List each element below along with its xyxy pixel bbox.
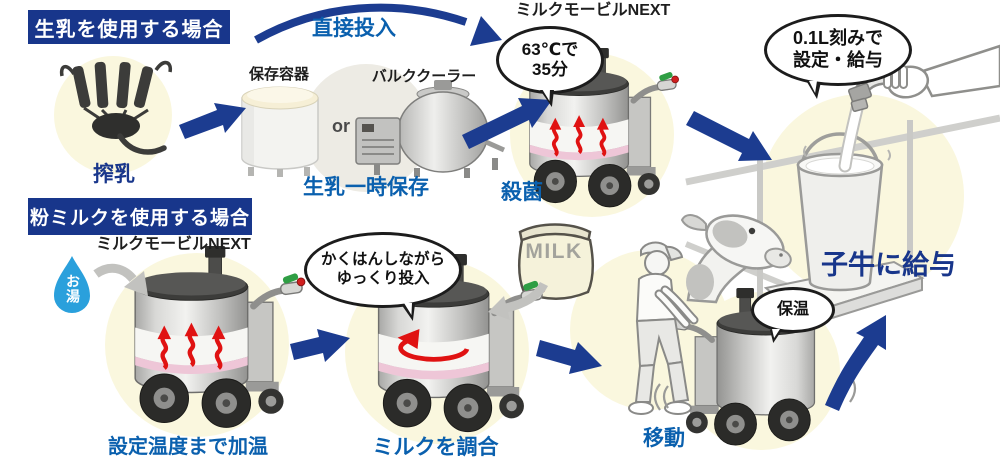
arrow-heat-to-mix <box>290 329 350 362</box>
bubble-keep-warm: 保温 <box>751 287 835 333</box>
arrow-move-to-feed <box>825 315 886 411</box>
bubble-pasteurize-condition: 63℃で 35分 <box>496 26 604 94</box>
arrow-milk-powder-in <box>504 281 549 313</box>
label-bulk-cooler: バルククーラー <box>371 68 477 85</box>
section-header-powder-milk: 粉ミルクを使用する場合 <box>28 198 252 235</box>
label-direct-input: 直接投入 <box>312 17 396 40</box>
bubble-pasteurize-line1: 63℃で <box>521 39 579 59</box>
farmer-illustration <box>628 241 699 415</box>
bubble-dose-line2: 設定・給与 <box>793 50 883 70</box>
label-or: or <box>332 116 350 136</box>
arrow-pasteurize-to-feed <box>686 111 772 161</box>
bubble-dose-line1: 0.1L刻みで <box>792 28 884 49</box>
label-mix: ミルクを調合 <box>372 436 499 459</box>
bubble-dose-setting: 0.1L刻みで 設定・給与 <box>764 14 912 86</box>
label-milk-bag: MILK <box>525 240 583 263</box>
label-machine-name-top: ミルクモービルNEXT <box>515 2 671 19</box>
flow-arrows <box>179 3 886 411</box>
label-pasteurize: 殺菌 <box>501 181 543 204</box>
hot-water-drop-icon <box>54 256 90 313</box>
arrow-mix-to-move <box>536 340 602 374</box>
section-header-raw-milk: 生乳を使用する場合 <box>28 10 230 44</box>
label-milking: 搾乳 <box>93 163 135 186</box>
storage-container-illustration <box>241 86 319 177</box>
milk-bucket-illustration <box>796 132 884 292</box>
label-move: 移動 <box>643 427 685 450</box>
calf-illustration <box>680 214 792 304</box>
bubble-stir-line2: ゆっくり投入 <box>336 270 430 287</box>
arrow-direct-input-head <box>470 16 502 46</box>
bubble-pasteurize-line2: 35分 <box>532 60 568 79</box>
milking-cluster-illustration <box>59 60 173 155</box>
arrow-hot-water-in <box>93 263 137 283</box>
label-feed-calf: 子牛に給与 <box>821 250 956 280</box>
arrow-milk-powder-in-head <box>488 296 510 320</box>
label-storage-container: 保存容器 <box>248 66 309 83</box>
bubble-stir-instruction: かくはんしながら ゆっくり投入 <box>304 232 462 308</box>
arrow-storage-to-pasteurize <box>462 98 552 149</box>
label-hot-water: お湯 <box>65 274 81 304</box>
bubble-keep-warm-text: 保温 <box>776 301 809 319</box>
gray-arrows <box>93 263 549 320</box>
arrow-direct-input-curve <box>254 3 468 44</box>
bubble-stir-line1: かくはんしながら <box>320 251 445 269</box>
arrow-hot-water-in-head <box>124 271 148 296</box>
label-machine-name-bottom: ミルクモービルNEXT <box>96 236 251 253</box>
calf-feeding-scene <box>680 44 1000 330</box>
arrow-milking-to-storage <box>179 103 246 139</box>
bulk-cooler-illustration <box>355 80 506 178</box>
label-heat: 設定温度まで加温 <box>108 436 268 458</box>
label-temp-storage: 生乳一時保存 <box>303 176 429 199</box>
